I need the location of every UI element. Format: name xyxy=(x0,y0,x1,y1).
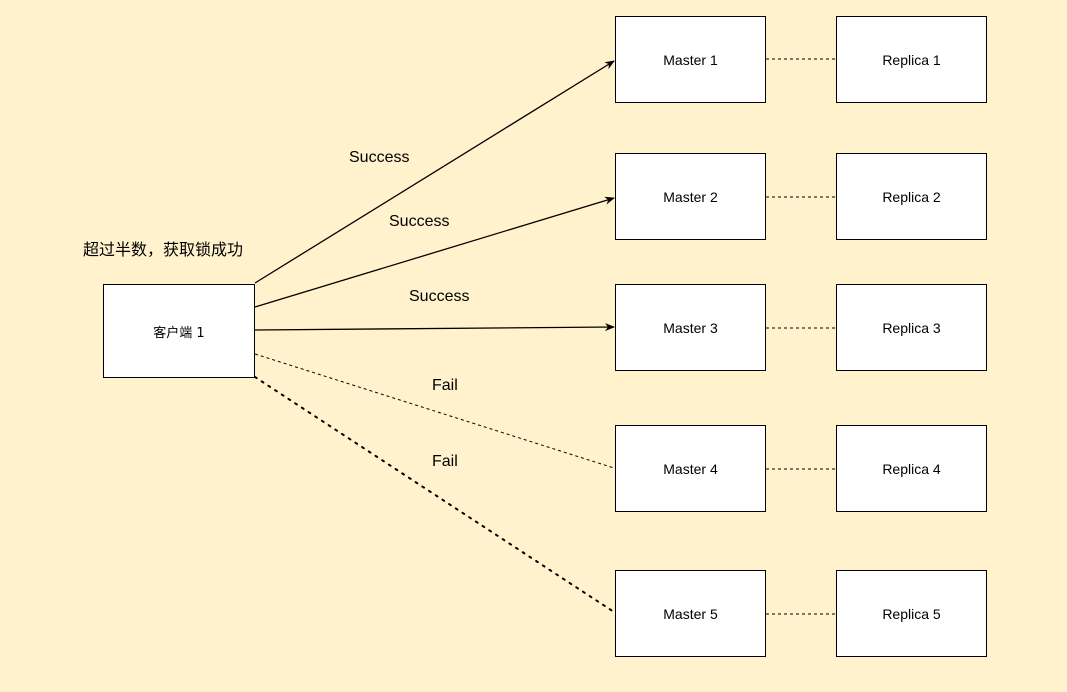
replica-label-2: Replica 2 xyxy=(882,188,941,205)
edge-label-3: Success xyxy=(409,288,470,305)
master-node-5: Master 5 xyxy=(615,570,766,657)
edge-label-2: Success xyxy=(389,213,450,230)
replica-label-3: Replica 3 xyxy=(882,319,941,336)
master-label-3: Master 3 xyxy=(663,319,718,336)
replica-node-1: Replica 1 xyxy=(836,16,987,103)
master-node-1: Master 1 xyxy=(615,16,766,103)
edge-label-4: Fail xyxy=(432,377,458,394)
replica-label-1: Replica 1 xyxy=(882,51,941,68)
edge-client-master-1 xyxy=(254,60,615,284)
edge-label-5: Fail xyxy=(432,453,458,470)
edge-client-master-2 xyxy=(254,196,615,308)
replica-node-4: Replica 4 xyxy=(836,425,987,512)
master-node-2: Master 2 xyxy=(615,153,766,240)
master-label-4: Master 4 xyxy=(663,460,718,477)
replica-label-4: Replica 4 xyxy=(882,460,941,477)
master-label-1: Master 1 xyxy=(663,51,718,68)
quorum-note: 超过半数，获取锁成功 xyxy=(83,240,244,259)
replica-node-5: Replica 5 xyxy=(836,570,987,657)
master-node-3: Master 3 xyxy=(615,284,766,371)
edge-client-master-4 xyxy=(254,353,615,469)
client-node: 客户端 1 xyxy=(103,284,255,378)
edge-label-1: Success xyxy=(349,149,410,166)
edge-client-master-3 xyxy=(254,323,615,332)
replica-label-5: Replica 5 xyxy=(882,605,941,622)
replica-node-3: Replica 3 xyxy=(836,284,987,371)
edge-client-master-5 xyxy=(254,376,615,613)
master-node-4: Master 4 xyxy=(615,425,766,512)
master-label-5: Master 5 xyxy=(663,605,718,622)
replica-node-2: Replica 2 xyxy=(836,153,987,240)
master-label-2: Master 2 xyxy=(663,188,718,205)
client-label: 客户端 1 xyxy=(153,325,205,341)
